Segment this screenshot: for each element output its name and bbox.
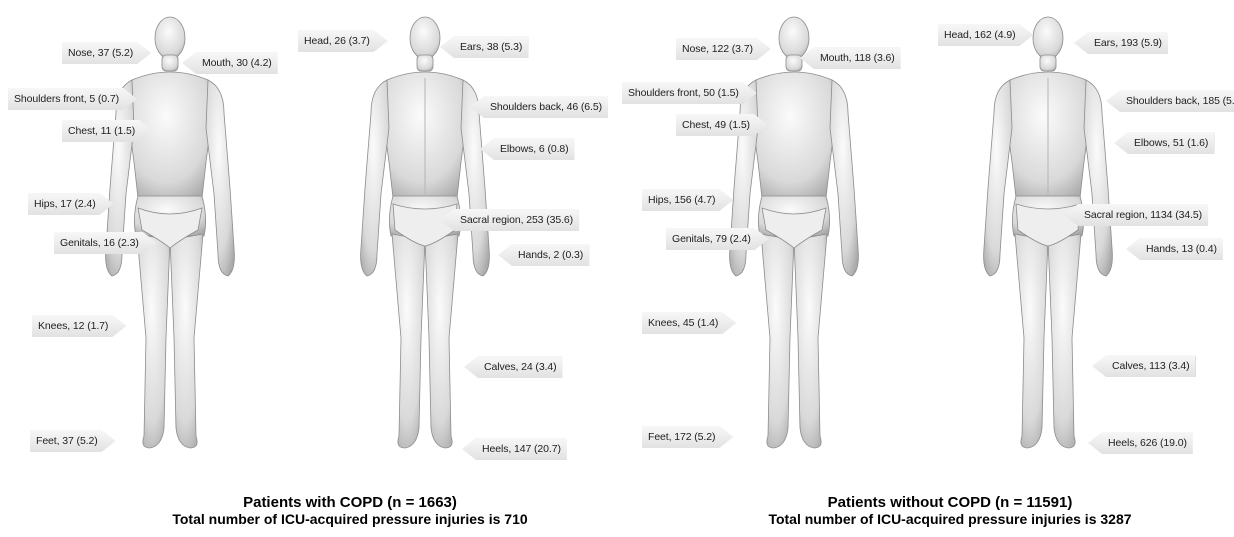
callout-elbows: Elbows, 6 (0.8) [480,138,575,160]
callout-knees: Knees, 12 (1.7) [32,315,126,337]
callout-hips: Hips, 17 (2.4) [28,193,114,215]
callout-nose: Nose, 122 (3.7) [676,38,771,60]
caption-title: Patients without COPD (n = 11591) [700,494,1200,511]
callout-mouth: Mouth, 30 (4.2) [182,52,278,74]
callout-hands: Hands, 13 (0.4) [1126,238,1223,260]
callout-head: Head, 162 (4.9) [938,24,1033,46]
callout-feet: Feet, 172 (5.2) [642,426,733,448]
callout-shoulders-front: Shoulders front, 50 (1.5) [622,82,757,104]
callout-mouth: Mouth, 118 (3.6) [800,47,901,69]
callout-calves: Calves, 113 (3.4) [1092,355,1195,377]
caption-subtitle: Total number of ICU-acquired pressure in… [700,511,1200,528]
callout-ears: Ears, 38 (5.3) [440,36,528,58]
callout-shoulders-back: Shoulders back, 185 (5.6) [1106,90,1234,112]
back-body-figure-without-copd [978,8,1118,458]
callout-nose: Nose, 37 (5.2) [62,42,151,64]
callout-chest: Chest, 11 (1.5) [62,120,153,142]
callout-knees: Knees, 45 (1.4) [642,312,736,334]
callout-hips: Hips, 156 (4.7) [642,189,733,211]
callout-chest: Chest, 49 (1.5) [676,114,768,136]
caption-with-copd: Patients with COPD (n = 1663) Total numb… [100,494,600,528]
callout-ears: Ears, 193 (5.9) [1074,32,1168,54]
callout-elbows: Elbows, 51 (1.6) [1114,132,1214,154]
callout-genitals: Genitals, 79 (2.4) [666,228,769,250]
caption-title: Patients with COPD (n = 1663) [100,494,600,511]
caption-without-copd: Patients without COPD (n = 11591) Total … [700,494,1200,528]
callout-sacral-region: Sacral region, 1134 (34.5) [1064,204,1208,226]
back-body-figure-with-copd [355,8,495,458]
caption-subtitle: Total number of ICU-acquired pressure in… [100,511,600,528]
callout-feet: Feet, 37 (5.2) [30,430,116,452]
callout-hands: Hands, 2 (0.3) [498,244,589,266]
callout-head: Head, 26 (3.7) [298,30,388,52]
callout-heels: Heels, 626 (19.0) [1088,432,1193,454]
callout-calves: Calves, 24 (3.4) [464,356,563,378]
callout-heels: Heels, 147 (20.7) [462,438,567,460]
callout-genitals: Genitals, 16 (2.3) [54,232,157,254]
callout-sacral-region: Sacral region, 253 (35.6) [440,209,579,231]
callout-shoulders-front: Shoulders front, 5 (0.7) [8,88,137,110]
callout-shoulders-back: Shoulders back, 46 (6.5) [470,96,608,118]
